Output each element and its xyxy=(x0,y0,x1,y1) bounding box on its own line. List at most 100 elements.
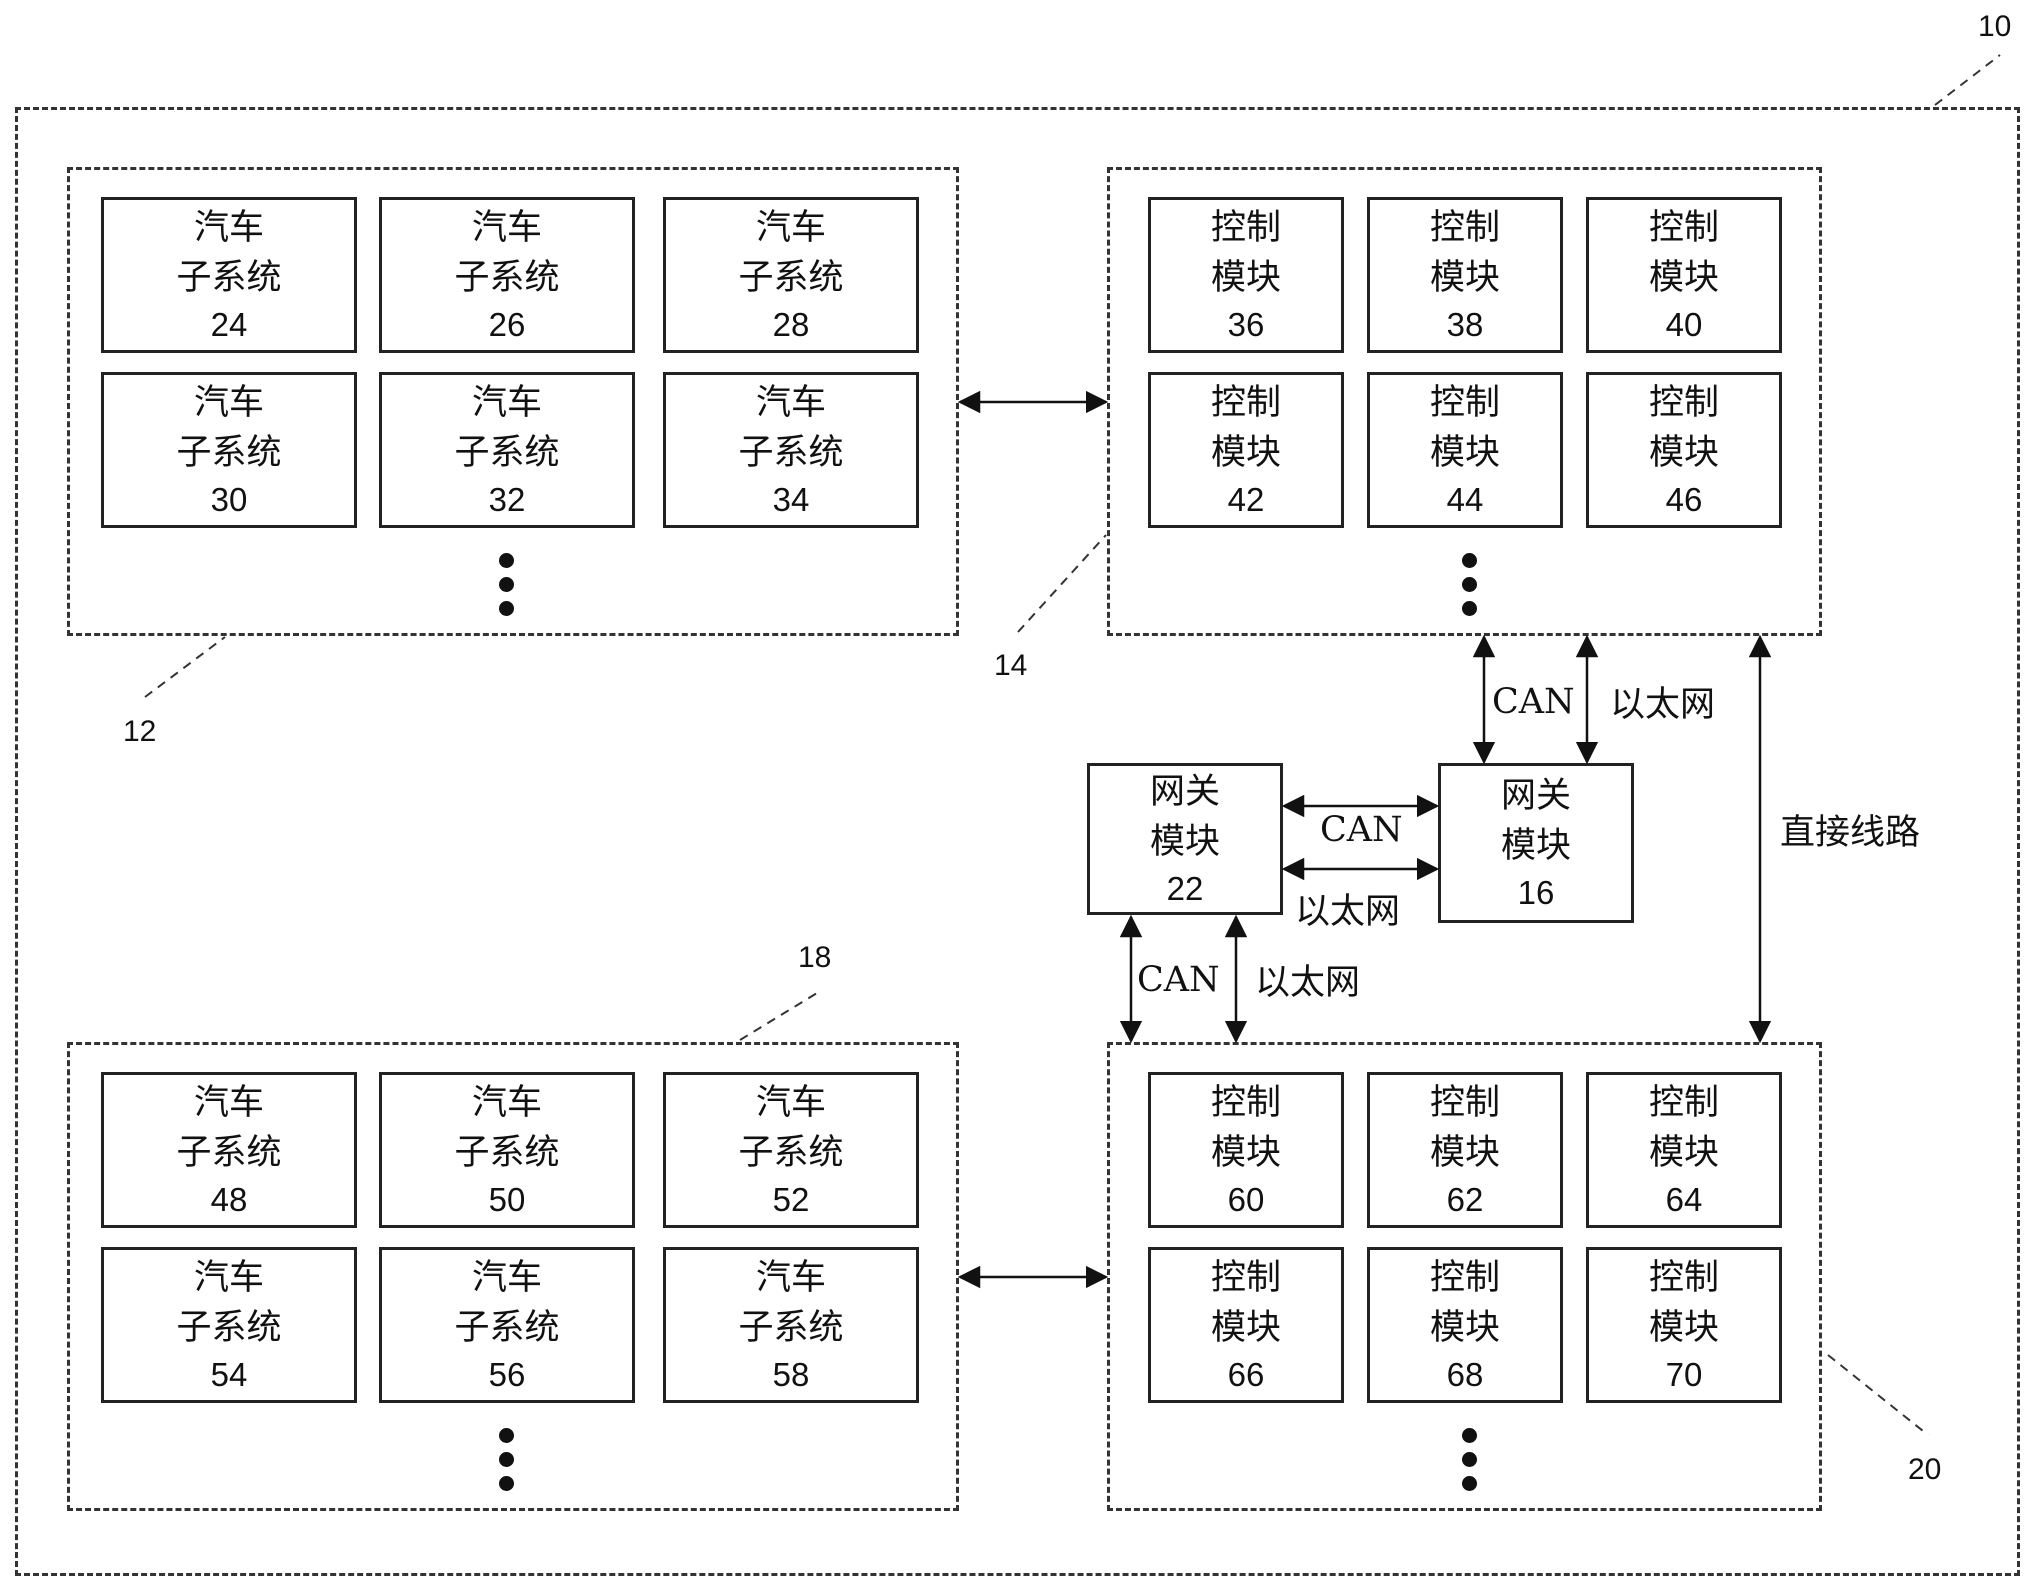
box-line-1: 控制 xyxy=(1648,1258,1719,1298)
box-line-1: 汽车 xyxy=(755,1083,826,1123)
box-number: 48 xyxy=(210,1181,248,1218)
control-module-box: 控制 模块 70 xyxy=(1586,1247,1782,1403)
box-number: 38 xyxy=(1446,306,1484,343)
box-line-2: 模块 xyxy=(1429,1133,1500,1173)
box-line-1: 控制 xyxy=(1429,383,1500,423)
box-line-2: 模块 xyxy=(1648,1308,1719,1348)
box-line-2: 子系统 xyxy=(738,433,844,473)
box-number: 50 xyxy=(488,1181,526,1218)
box-number: 22 xyxy=(1166,870,1204,907)
box-line-2: 模块 xyxy=(1210,1133,1281,1173)
box-line-1: 汽车 xyxy=(755,208,826,248)
box-line-1: 控制 xyxy=(1210,383,1281,423)
gateway-module-16: 网关 模块 16 xyxy=(1438,763,1634,923)
box-line-2: 模块 xyxy=(1429,258,1500,298)
ellipsis-dots-icon xyxy=(1462,1428,1478,1500)
box-line-2: 子系统 xyxy=(176,1133,282,1173)
box-number: 26 xyxy=(488,306,526,343)
vehicle-subsystem-box: 汽车 子系统 26 xyxy=(379,197,635,353)
box-line-1: 控制 xyxy=(1210,1258,1281,1298)
box-number: 28 xyxy=(772,306,810,343)
box-number: 16 xyxy=(1517,874,1555,911)
box-line-2: 子系统 xyxy=(738,1133,844,1173)
box-line-1: 汽车 xyxy=(471,383,542,423)
control-module-box: 控制 模块 66 xyxy=(1148,1247,1344,1403)
box-number: 40 xyxy=(1665,306,1703,343)
subsystem-group-bottom-left xyxy=(67,1042,959,1511)
system-ref-label: 10 xyxy=(1978,10,2012,43)
box-line-2: 模块 xyxy=(1210,1308,1281,1348)
control-module-box: 控制 模块 42 xyxy=(1148,372,1344,528)
box-number: 60 xyxy=(1227,1181,1265,1218)
control-module-box: 控制 模块 36 xyxy=(1148,197,1344,353)
box-line-1: 控制 xyxy=(1648,1083,1719,1123)
box-line-2: 模块 xyxy=(1210,433,1281,473)
ellipsis-dots-icon xyxy=(499,553,515,625)
control-module-box: 控制 模块 40 xyxy=(1586,197,1782,353)
leader-line-18 xyxy=(739,989,823,1041)
box-line-1: 汽车 xyxy=(471,1083,542,1123)
box-number: 30 xyxy=(210,481,248,518)
box-line-2: 子系统 xyxy=(738,1308,844,1348)
vehicle-subsystem-box: 汽车 子系统 58 xyxy=(663,1247,919,1403)
vehicle-subsystem-box: 汽车 子系统 52 xyxy=(663,1072,919,1228)
control-module-box: 控制 模块 38 xyxy=(1367,197,1563,353)
vehicle-subsystem-box: 汽车 子系统 32 xyxy=(379,372,635,528)
box-line-2: 模块 xyxy=(1500,826,1571,866)
box-line-1: 网关 xyxy=(1149,772,1220,812)
box-number: 34 xyxy=(772,481,810,518)
box-number: 44 xyxy=(1446,481,1484,518)
system-boundary xyxy=(15,107,2020,1576)
box-line-2: 子系统 xyxy=(176,433,282,473)
box-number: 62 xyxy=(1446,1181,1484,1218)
box-number: 24 xyxy=(210,306,248,343)
control-group-bottom-right xyxy=(1107,1042,1822,1511)
box-line-2: 模块 xyxy=(1429,1308,1500,1348)
group-ref-14: 14 xyxy=(994,649,1028,682)
box-number: 64 xyxy=(1665,1181,1703,1218)
vehicle-subsystem-box: 汽车 子系统 48 xyxy=(101,1072,357,1228)
box-line-2: 子系统 xyxy=(176,1308,282,1348)
leader-line-10 xyxy=(1934,54,2001,106)
box-line-2: 子系统 xyxy=(454,433,560,473)
box-line-2: 模块 xyxy=(1648,258,1719,298)
vehicle-subsystem-box: 汽车 子系统 28 xyxy=(663,197,919,353)
box-line-2: 子系统 xyxy=(454,258,560,298)
box-line-2: 模块 xyxy=(1149,822,1220,862)
box-line-1: 控制 xyxy=(1429,1083,1500,1123)
link-label-ethernet: 以太网 xyxy=(1295,892,1401,932)
box-number: 32 xyxy=(488,481,526,518)
box-line-1: 控制 xyxy=(1648,208,1719,248)
ellipsis-dots-icon xyxy=(499,1428,515,1500)
group-ref-18: 18 xyxy=(798,941,832,974)
box-line-1: 控制 xyxy=(1210,1083,1281,1123)
box-line-1: 汽车 xyxy=(471,1258,542,1298)
gateway-module-22: 网关 模块 22 xyxy=(1087,763,1283,915)
box-line-1: 汽车 xyxy=(193,1083,264,1123)
box-line-1: 控制 xyxy=(1648,383,1719,423)
box-number: 36 xyxy=(1227,306,1265,343)
box-line-2: 模块 xyxy=(1210,258,1281,298)
control-module-box: 控制 模块 60 xyxy=(1148,1072,1344,1228)
box-number: 70 xyxy=(1665,1356,1703,1393)
leader-line-12 xyxy=(144,636,226,698)
box-line-1: 控制 xyxy=(1429,1258,1500,1298)
link-label-can: CAN xyxy=(1492,682,1575,722)
box-number: 56 xyxy=(488,1356,526,1393)
control-group-top-right xyxy=(1107,167,1822,636)
leader-line-14 xyxy=(1017,534,1107,633)
ellipsis-dots-icon xyxy=(1462,553,1478,625)
subsystem-group-top-left xyxy=(67,167,959,636)
control-module-box: 控制 模块 46 xyxy=(1586,372,1782,528)
box-line-1: 汽车 xyxy=(193,1258,264,1298)
link-label-can: CAN xyxy=(1320,810,1403,850)
link-label-ethernet: 以太网 xyxy=(1255,963,1361,1003)
box-number: 68 xyxy=(1446,1356,1484,1393)
vehicle-subsystem-box: 汽车 子系统 56 xyxy=(379,1247,635,1403)
box-line-2: 模块 xyxy=(1648,433,1719,473)
box-line-1: 汽车 xyxy=(193,383,264,423)
control-module-box: 控制 模块 44 xyxy=(1367,372,1563,528)
box-number: 66 xyxy=(1227,1356,1265,1393)
